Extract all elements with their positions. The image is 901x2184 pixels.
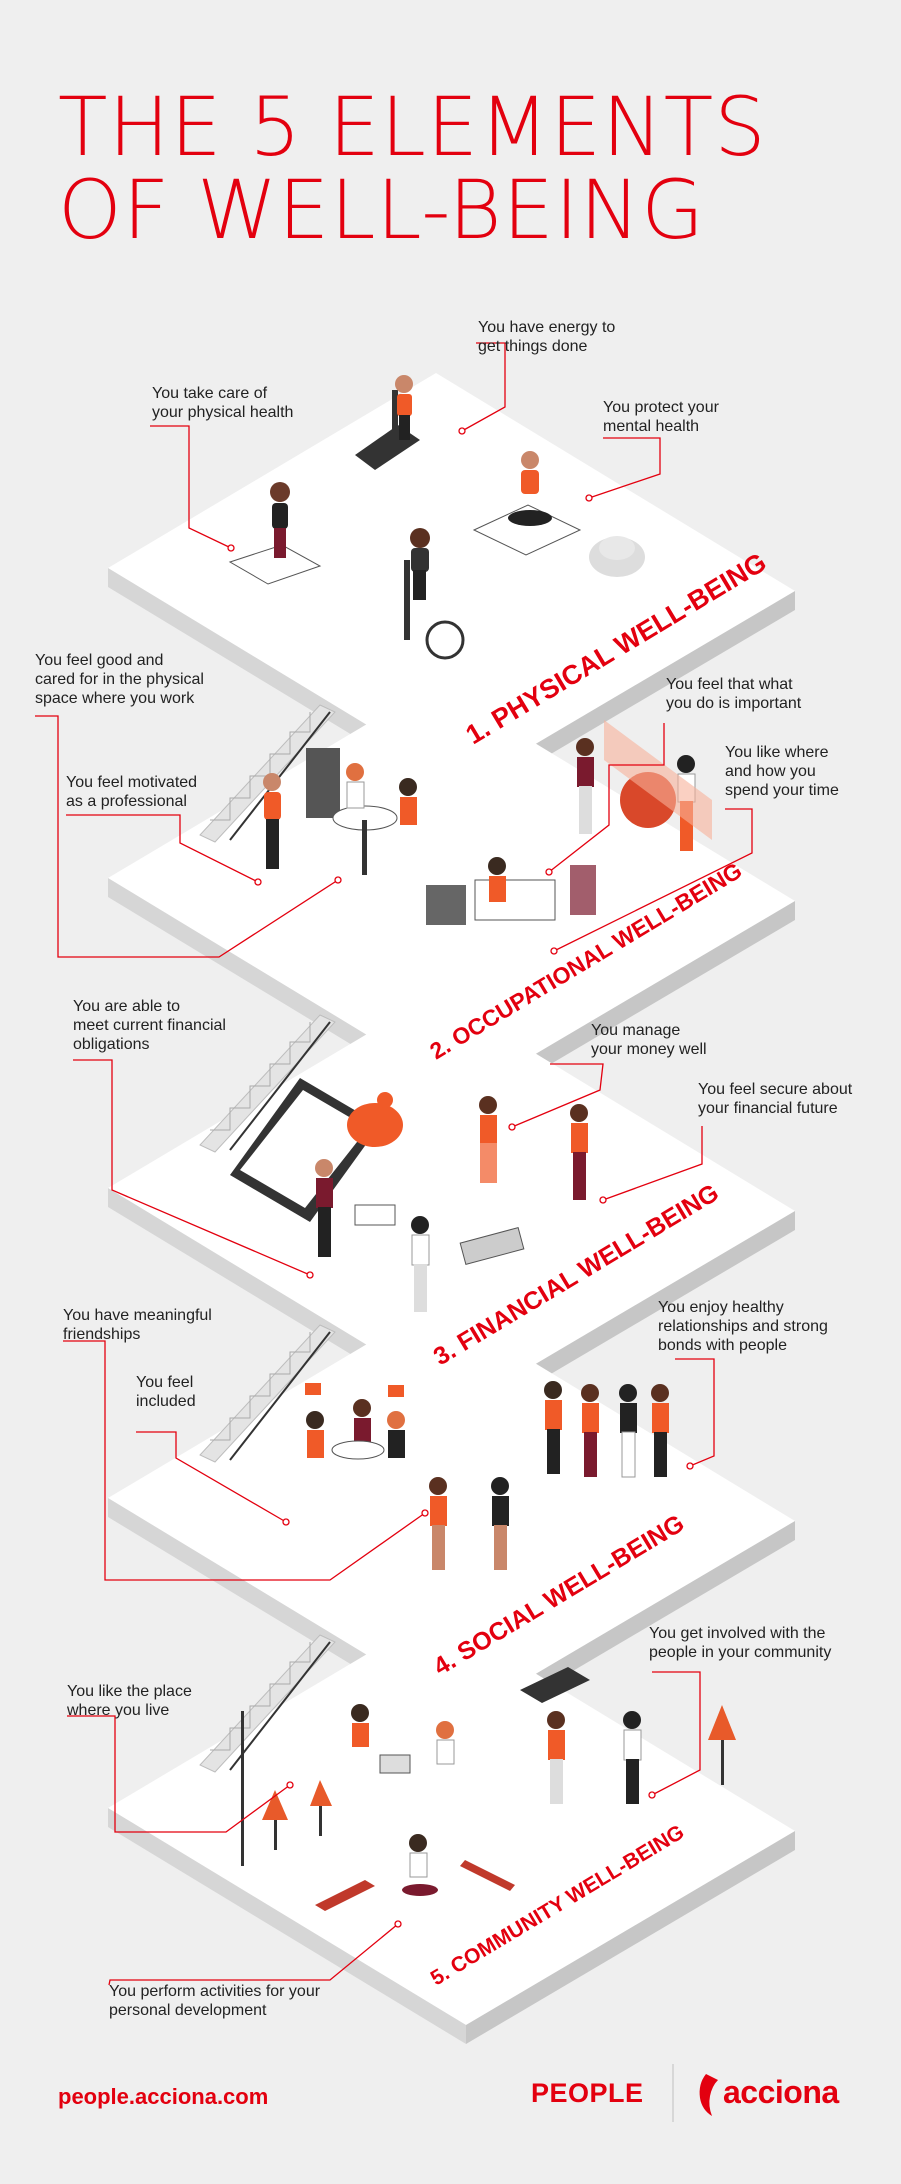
caption-important-work: You feel that what you do is important (666, 676, 802, 712)
connector-lines (35, 342, 753, 1986)
caption-energy: You have energy to get things done (478, 319, 616, 355)
physical-figures (228, 375, 645, 660)
financial-figures (230, 1078, 588, 1312)
connector-dots (227, 427, 694, 1928)
stairs-3 (199, 1324, 336, 1463)
footer-people-logo: PEOPLE (531, 2078, 644, 2108)
caption-motivated: You feel motivated as a professional (66, 774, 198, 810)
caption-personal-development: You perform activities for your personal… (109, 1983, 321, 2019)
acciona-logo: acciona (723, 2074, 839, 2110)
caption-obligations: You are able to meet current financial o… (73, 998, 226, 1053)
caption-friendships: You have meaningful friendships (63, 1307, 212, 1343)
occupational-figures (263, 720, 712, 925)
caption-mental-health: You protect your mental health (603, 399, 719, 435)
caption-manage-money: You manage your money well (591, 1022, 707, 1058)
caption-physical-health: You take care of your physical health (152, 385, 294, 421)
caption-place-you-live: You like the place where you live (67, 1683, 192, 1719)
caption-secure-future: You feel secure about your financial fut… (698, 1081, 853, 1117)
stairs-4 (199, 1634, 336, 1773)
platform-community (108, 1613, 795, 2044)
community-figures (241, 1667, 736, 1911)
caption-community-involvement: You get involved with the people in your… (649, 1625, 832, 1661)
acciona-leaf-icon (699, 2074, 718, 2116)
title-line-2: OF WELL-BEING (58, 164, 705, 258)
footer-url-link[interactable]: people.acciona.com (58, 2084, 269, 2109)
caption-included: You feel included (136, 1374, 196, 1410)
social-figures (305, 1381, 669, 1570)
stairs-2 (199, 1014, 336, 1153)
caption-relationships: You enjoy healthy relationships and stro… (658, 1299, 828, 1354)
caption-physical-space: You feel good and cared for in the physi… (35, 652, 204, 707)
title-line-1: THE 5 ELEMENTS (58, 81, 767, 175)
caption-spend-time: You like where and how you spend your ti… (725, 744, 839, 799)
